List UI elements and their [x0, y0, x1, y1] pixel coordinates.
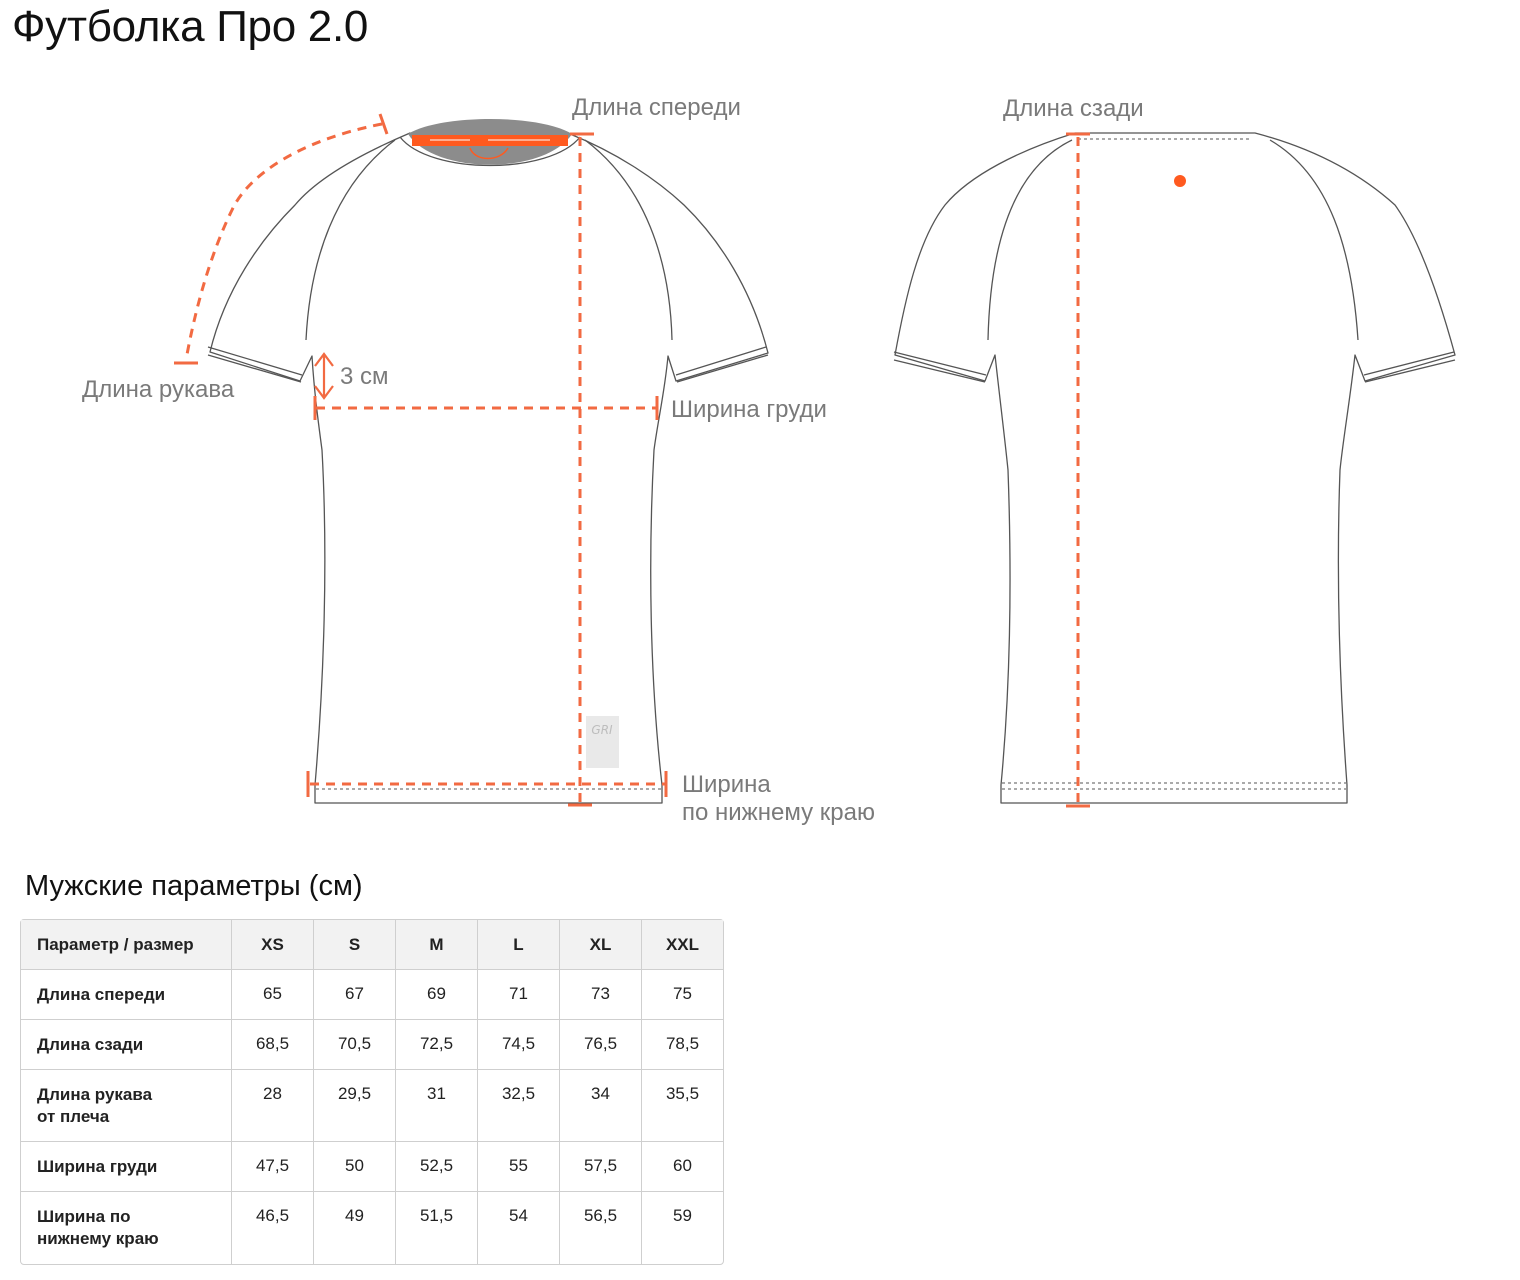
cell-value: 71 [478, 970, 560, 1020]
cell-value: 54 [478, 1192, 560, 1264]
cell-value: 49 [314, 1192, 396, 1264]
back-tshirt [893, 132, 1456, 804]
cell-value: 28 [232, 1070, 314, 1142]
front-collar [408, 119, 572, 165]
cell-value: 70,5 [314, 1020, 396, 1070]
back-raglan-right [1269, 139, 1359, 341]
cell-value: 59 [673, 1206, 692, 1225]
header-m: M [396, 920, 478, 970]
front-body-outline [209, 132, 769, 804]
row-label: Длина спереди [21, 970, 232, 1020]
cell-value: 31 [396, 1070, 478, 1142]
cell-value: 51,5 [396, 1192, 478, 1264]
cell-value: 74,5 [478, 1020, 560, 1070]
header-l: L [478, 920, 560, 970]
cell-value: 46,5 [232, 1192, 314, 1264]
cell-value: 69 [396, 970, 478, 1020]
header-param: Параметр / размер [21, 920, 232, 970]
size-diagram: GRI [174, 113, 1456, 808]
table-row: Длина спереди 65 67 69 71 73 75 [21, 970, 723, 1020]
label-offset: 3 см [340, 363, 389, 390]
cell-value: 78,5 [642, 1020, 723, 1070]
label-chest-width: Ширина груди [671, 396, 827, 423]
cell-value: 32,5 [478, 1070, 560, 1142]
header-xl: XL [560, 920, 642, 970]
back-body-outline [894, 132, 1456, 804]
front-inner-neck [399, 136, 581, 167]
back-raglan-left [987, 139, 1073, 341]
back-hem-stitch [1002, 782, 1346, 790]
back-logo-dot [1174, 175, 1186, 187]
cell-value: 76,5 [560, 1020, 642, 1070]
cell-value: 68,5 [232, 1020, 314, 1070]
row-label: Длина рукава от плеча [21, 1070, 232, 1142]
table-title: Мужские параметры (см) [25, 870, 363, 902]
cell-value: 65 [232, 970, 314, 1020]
hem-tag [586, 716, 619, 768]
row-label: Длина сзади [21, 1020, 232, 1070]
table-row: Ширина по нижнему краю 46,5 49 51,5 54 5… [21, 1192, 723, 1264]
row-label: Ширина груди [21, 1142, 232, 1192]
sleeve-length-line [184, 122, 383, 361]
cell-value: 57,5 [560, 1142, 642, 1192]
hem-tag-logo: GRI [591, 723, 613, 737]
cell-value: 75 [642, 970, 723, 1020]
measurement-lines [174, 113, 1090, 808]
label-sleeve-length: Длина рукава [82, 376, 235, 403]
front-sleeve-cuff-left [207, 346, 303, 383]
cell-value: 55 [478, 1142, 560, 1192]
label-front-length: Длина спереди [572, 94, 741, 121]
front-raglan-right [584, 139, 673, 341]
table-row: Ширина груди 47,5 50 52,5 55 57,5 60 [21, 1142, 723, 1192]
sleeve-cap-top [378, 113, 389, 135]
cell-value: 56,5 [560, 1192, 642, 1264]
cell-value: 72,5 [396, 1020, 478, 1070]
back-yoke [1075, 132, 1255, 140]
header-s: S [314, 920, 396, 970]
size-table: Параметр / размер XS S M L XL XXL Длина … [20, 919, 724, 1265]
table-row: Длина сзади 68,5 70,5 72,5 74,5 76,5 78,… [21, 1020, 723, 1070]
cell-value: 47,5 [232, 1142, 314, 1192]
cell-value: 50 [314, 1142, 396, 1192]
cell-value: 67 [314, 970, 396, 1020]
header-xs: XS [232, 920, 314, 970]
offset-arrow [314, 352, 334, 400]
cell-value: 73 [560, 970, 642, 1020]
table-row: Длина рукава от плеча 28 29,5 31 32,5 34… [21, 1070, 723, 1142]
back-sleeve-cuff-right [1363, 351, 1456, 383]
cell-value: 29,5 [314, 1070, 396, 1142]
front-tshirt [207, 132, 769, 804]
front-sleeve-cuff-right [675, 346, 769, 383]
label-hem-width: Ширина по нижнему краю [682, 771, 875, 826]
page-title: Футболка Про 2.0 [12, 2, 369, 51]
row-label: Ширина по нижнему краю [21, 1192, 232, 1264]
back-sleeve-cuff-left [893, 351, 987, 383]
cell-value: 60 [642, 1142, 723, 1192]
table-header-row: Параметр / размер XS S M L XL XXL [21, 920, 723, 970]
cell-value: 52,5 [396, 1142, 478, 1192]
label-back-length: Длина сзади [1003, 95, 1144, 122]
cell-value: 35,5 [642, 1070, 723, 1142]
front-raglan-left [305, 139, 396, 341]
header-xxl: XXL [642, 920, 723, 970]
cell-value: 34 [560, 1070, 642, 1142]
